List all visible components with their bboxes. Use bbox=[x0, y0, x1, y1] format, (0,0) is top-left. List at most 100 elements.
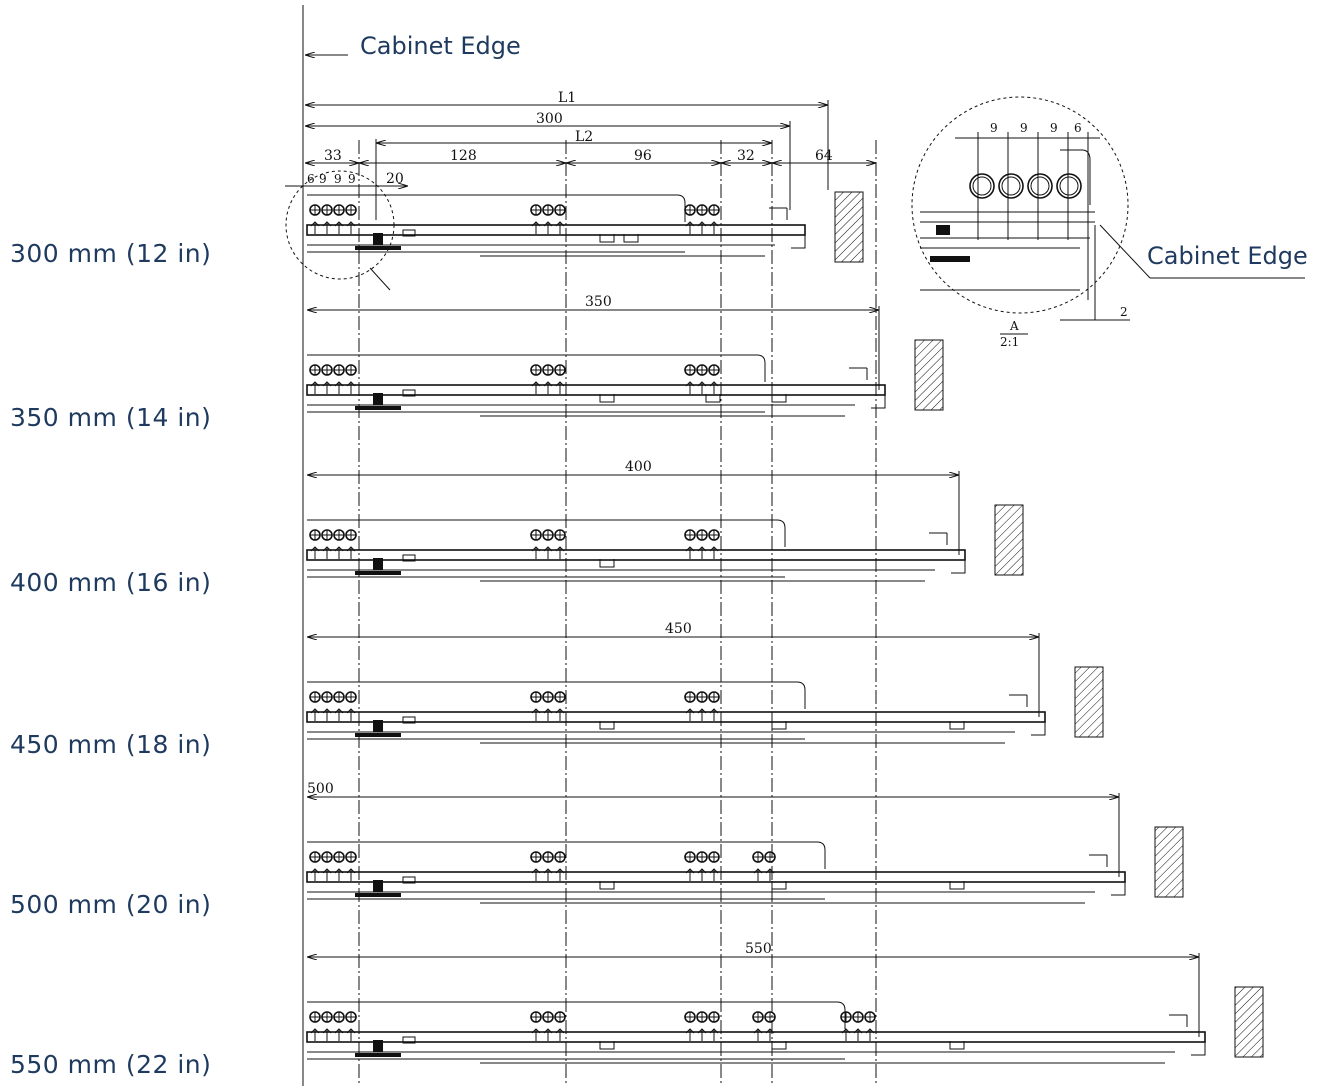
mounting-hole bbox=[310, 708, 320, 721]
mounting-hole bbox=[697, 868, 707, 881]
cabinet-wall-section bbox=[1154, 826, 1184, 898]
mounting-hole bbox=[346, 1028, 356, 1041]
mounting-hole bbox=[685, 1028, 695, 1041]
rail-slot bbox=[949, 721, 965, 730]
rail-slot bbox=[771, 881, 787, 890]
slide-size-label: 400 mm (16 in) bbox=[10, 568, 211, 597]
rear-bracket bbox=[1009, 694, 1028, 707]
mounting-hole bbox=[709, 708, 719, 721]
mounting-hole bbox=[334, 381, 344, 394]
rear-bracket bbox=[929, 532, 948, 545]
rail-slot bbox=[771, 1041, 787, 1050]
rail-slot bbox=[949, 1041, 965, 1050]
slide-length-value: 550 bbox=[745, 941, 772, 957]
locking-device bbox=[373, 393, 383, 405]
top-dimensions: L1 300 L2 33 128 96 32 64 6 9 9 9 20 bbox=[285, 90, 876, 220]
dim-128: 128 bbox=[450, 148, 477, 164]
mounting-hole bbox=[346, 868, 356, 881]
mounting-hole bbox=[346, 546, 356, 559]
mounting-hole bbox=[685, 546, 695, 559]
mounting-hole bbox=[697, 381, 707, 394]
mounting-hole bbox=[531, 221, 541, 234]
rail-slot bbox=[623, 234, 639, 243]
mounting-hole bbox=[543, 221, 553, 234]
locking-device bbox=[373, 558, 383, 570]
dim-l1: L1 bbox=[558, 90, 576, 106]
dim-300: 300 bbox=[536, 111, 563, 127]
cabinet-edge-label: Cabinet Edge bbox=[360, 32, 521, 60]
mounting-hole bbox=[543, 381, 553, 394]
mounting-hole bbox=[531, 1028, 541, 1041]
rail-end-cap bbox=[1111, 872, 1126, 896]
mounting-hole bbox=[853, 1028, 863, 1041]
mounting-hole bbox=[685, 221, 695, 234]
slide-rail bbox=[306, 711, 1046, 723]
mounting-hole bbox=[753, 868, 763, 881]
mounting-hole bbox=[709, 221, 719, 234]
mounting-hole bbox=[709, 1028, 719, 1041]
mounting-hole bbox=[531, 708, 541, 721]
mounting-hole bbox=[334, 868, 344, 881]
rail-slot bbox=[949, 881, 965, 890]
mounting-hole bbox=[322, 868, 332, 881]
mounting-hole bbox=[753, 1028, 763, 1041]
drawer-member bbox=[307, 519, 786, 547]
adjuster-block bbox=[402, 876, 416, 884]
slide-rail bbox=[306, 871, 1126, 883]
mounting-hole bbox=[334, 708, 344, 721]
mounting-hole bbox=[543, 708, 553, 721]
drawer-member bbox=[307, 354, 766, 382]
dim-96: 96 bbox=[634, 148, 652, 164]
detail-cabinet-edge-label: Cabinet Edge bbox=[1147, 242, 1308, 270]
mounting-hole bbox=[709, 381, 719, 394]
detail-dim-2: 9 bbox=[1020, 121, 1028, 135]
drawer-member bbox=[307, 1001, 846, 1029]
mounting-hole bbox=[555, 1028, 565, 1041]
mounting-hole bbox=[334, 546, 344, 559]
rear-bracket bbox=[849, 367, 868, 380]
mounting-hole bbox=[531, 381, 541, 394]
mounting-hole bbox=[543, 868, 553, 881]
mounting-hole bbox=[697, 708, 707, 721]
mounting-hole bbox=[346, 708, 356, 721]
detail-scale: 2:1 bbox=[1000, 335, 1019, 349]
rail-end-cap bbox=[791, 225, 806, 249]
locking-device-base bbox=[355, 733, 401, 737]
slide-length-value: 500 bbox=[307, 781, 334, 797]
slide-length-value: 450 bbox=[665, 621, 692, 637]
slide-size-label: 500 mm (20 in) bbox=[10, 890, 211, 919]
cabinet-wall-section bbox=[834, 191, 864, 263]
slide-rail bbox=[306, 1031, 1206, 1043]
mounting-hole bbox=[322, 1028, 332, 1041]
adjuster-block bbox=[402, 716, 416, 724]
rail-end-cap bbox=[951, 550, 966, 574]
mounting-hole bbox=[841, 1028, 851, 1041]
mounting-hole bbox=[555, 221, 565, 234]
reference-lines bbox=[358, 140, 877, 1086]
dim-32: 32 bbox=[737, 148, 755, 164]
locking-device bbox=[373, 880, 383, 892]
dim-small-9a: 9 bbox=[319, 172, 327, 186]
mounting-hole bbox=[310, 546, 320, 559]
slide-size-label: 350 mm (14 in) bbox=[10, 403, 211, 432]
mounting-hole bbox=[555, 381, 565, 394]
mounting-hole bbox=[346, 381, 356, 394]
locking-device bbox=[373, 233, 383, 245]
locking-device-base bbox=[355, 1053, 401, 1057]
rail-slot bbox=[599, 881, 615, 890]
rail-slot bbox=[705, 394, 721, 403]
rear-bracket bbox=[769, 207, 788, 220]
detail-dim-1: 9 bbox=[990, 121, 998, 135]
rail-slot bbox=[599, 559, 615, 568]
drawer-member bbox=[307, 681, 806, 709]
rail-slot bbox=[599, 721, 615, 730]
mounting-hole bbox=[322, 381, 332, 394]
rail-slot bbox=[599, 394, 615, 403]
rail-slot bbox=[771, 394, 787, 403]
locking-device-base bbox=[355, 246, 401, 250]
detail-view-letter: A bbox=[1009, 319, 1019, 333]
locking-device-base bbox=[355, 406, 401, 410]
mounting-hole bbox=[697, 221, 707, 234]
slide-size-label: 450 mm (18 in) bbox=[10, 730, 211, 759]
